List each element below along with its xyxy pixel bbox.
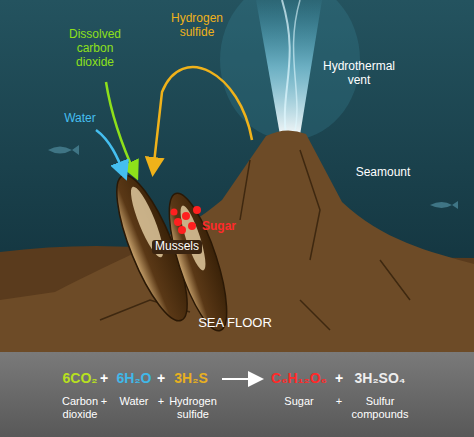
plus-sign: + [157,370,165,386]
input-label: Hydrogen sulfide [166,12,228,40]
plus-sign: + [158,395,164,408]
formula-term: 6H₂O [116,370,151,386]
term-name: Carbon dioxide [55,395,105,420]
plus-sign: + [335,370,343,386]
term-name: Hydrogen sulfide [164,395,222,420]
plus-sign: + [100,370,108,386]
product-label: Sugar [202,220,236,234]
organism-label: Mussels [152,240,202,254]
structure-label: Hydrothermal vent [317,60,401,88]
formula-term: 3H₂SO₄ [354,370,405,386]
term-name: Sulfur compounds [347,395,413,420]
formula-term: C₆H₁₂O₆ [271,370,327,386]
plus-sign: + [336,395,342,408]
plus-sign: + [101,395,107,408]
input-label: Dissolved carbon dioxide [63,28,127,69]
region-label: SEA FLOOR [198,316,272,331]
term-name: Sugar [284,395,313,408]
formula-term: 3H₂S [174,370,207,386]
input-label: Water [64,112,96,126]
term-name: Water [120,395,149,408]
structure-label: Seamount [356,166,411,180]
formula-term: 6CO₂ [62,370,97,386]
